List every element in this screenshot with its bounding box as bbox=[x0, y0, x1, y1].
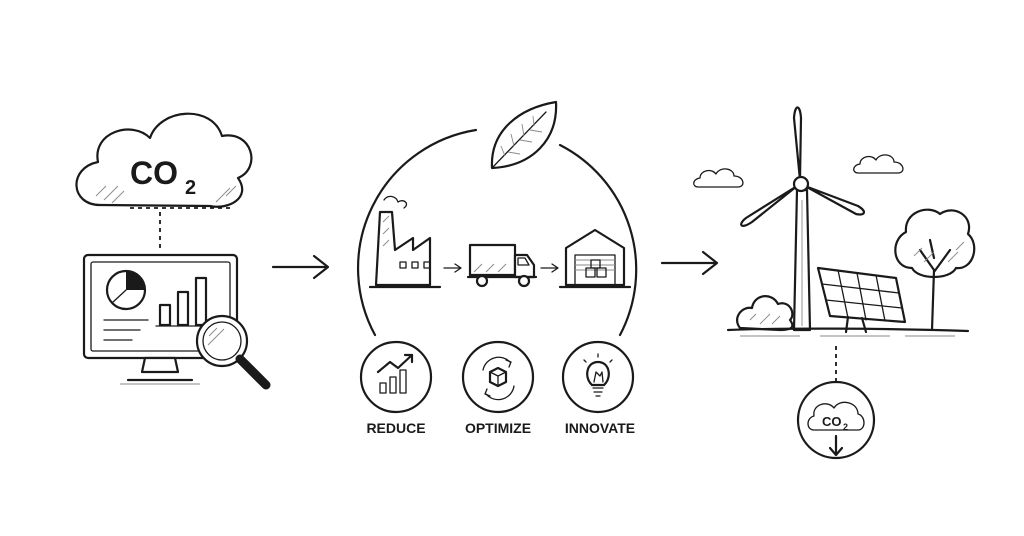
bush-icon bbox=[736, 295, 794, 332]
action-label: INNOVATE bbox=[565, 420, 635, 436]
action-label: REDUCE bbox=[366, 420, 425, 436]
co2-reduction-badge: CO 2 bbox=[796, 380, 876, 460]
cloud-outline bbox=[75, 112, 253, 208]
leaf-icon bbox=[490, 100, 558, 170]
flow-arrow-1 bbox=[271, 254, 330, 280]
factory-icon bbox=[368, 195, 442, 289]
sky-cloud-right bbox=[853, 154, 904, 174]
truck-icon bbox=[466, 243, 538, 288]
action-label: OPTIMIZE bbox=[465, 420, 531, 436]
small-arrow-1 bbox=[443, 263, 462, 273]
cycle-box-icon bbox=[482, 356, 515, 401]
solar-panel-icon bbox=[816, 266, 907, 334]
flow-arrow-2 bbox=[660, 250, 719, 276]
cycle-ring bbox=[356, 128, 638, 337]
co2-small-label: CO bbox=[822, 414, 842, 429]
wind-turbine-icon bbox=[740, 106, 865, 332]
action-innovate: INNOVATE bbox=[561, 340, 635, 436]
tree-icon bbox=[894, 208, 976, 332]
bar-chart-icon bbox=[155, 276, 215, 327]
action-optimize: OPTIMIZE bbox=[461, 340, 535, 436]
co2-label: CO bbox=[130, 155, 178, 191]
ground-line bbox=[726, 327, 970, 337]
co2-small-subscript: 2 bbox=[843, 422, 848, 432]
co2-subscript: 2 bbox=[185, 177, 196, 199]
warehouse-icon bbox=[558, 228, 632, 289]
magnifier-icon bbox=[195, 314, 271, 390]
sky-cloud-left bbox=[693, 168, 744, 188]
action-reduce: REDUCE bbox=[359, 340, 433, 436]
small-arrow-2 bbox=[540, 263, 559, 273]
down-arrow-icon bbox=[828, 434, 844, 457]
co2-cloud: CO 2 bbox=[75, 112, 253, 250]
pie-chart-icon bbox=[105, 269, 147, 311]
lightbulb-icon bbox=[583, 353, 613, 397]
growth-chart-icon bbox=[376, 353, 414, 394]
